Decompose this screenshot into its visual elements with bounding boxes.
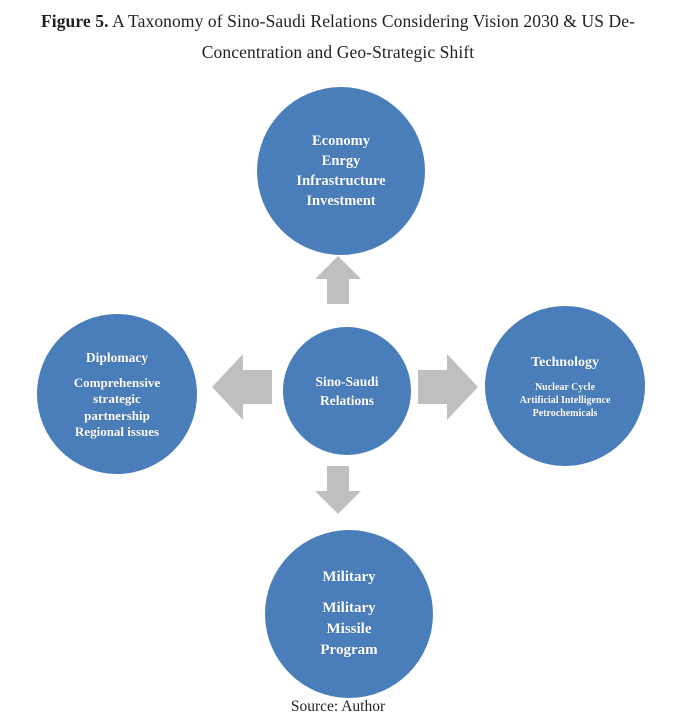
node-military-line-1: Military (322, 600, 376, 616)
node-diplomacy-line-1: Comprehensive (73, 374, 161, 390)
node-economy[interactable]: Economy Enrgy Infrastructure Investment (257, 87, 425, 255)
node-diplomacy-heading: Diplomacy (85, 349, 149, 365)
node-center-line-1: Sino-Saudi (315, 374, 379, 389)
node-technology-line-2: Artificial Intelligence (519, 394, 611, 406)
arrow-down-icon (315, 466, 361, 514)
node-center-line-2: Relations (320, 393, 374, 408)
node-technology-line-1: Nuclear Cycle (534, 381, 596, 393)
arrow-up-icon (315, 256, 361, 304)
node-military[interactable]: Military Military Missile Program (265, 530, 433, 698)
node-diplomacy-line-4: Regional issues (74, 424, 160, 439)
node-technology[interactable]: Technology Nuclear Cycle Artificial Inte… (485, 306, 645, 466)
figure-title: Figure 5. A Taxonomy of Sino-Saudi Relat… (8, 6, 668, 68)
node-military-line-3: Program (320, 642, 378, 658)
node-diplomacy-line-3: partnership (84, 407, 150, 423)
node-diplomacy[interactable]: Diplomacy Comprehensive strategic partne… (37, 314, 197, 474)
node-diplomacy-line-2: strategic (93, 391, 141, 406)
node-economy-line-4: Investment (306, 193, 376, 209)
figure-title-text: A Taxonomy of Sino-Saudi Relations Consi… (108, 11, 636, 62)
node-military-line-2: Missile (326, 621, 372, 637)
arrow-left-icon (212, 354, 272, 420)
node-economy-line-2: Enrgy (321, 153, 361, 169)
node-technology-line-3: Petrochemicals (532, 407, 598, 419)
arrow-right-icon (418, 354, 478, 420)
node-technology-heading: Technology (531, 354, 599, 370)
node-military-heading: Military (322, 569, 376, 585)
node-economy-line-3: Infrastructure (296, 173, 386, 189)
figure-label: Figure 5. (40, 11, 109, 31)
source-caption: Source: Author (290, 698, 386, 715)
node-sino-saudi-relations[interactable]: Sino-Saudi Relations (283, 327, 411, 455)
node-economy-line-1: Economy (312, 133, 370, 149)
